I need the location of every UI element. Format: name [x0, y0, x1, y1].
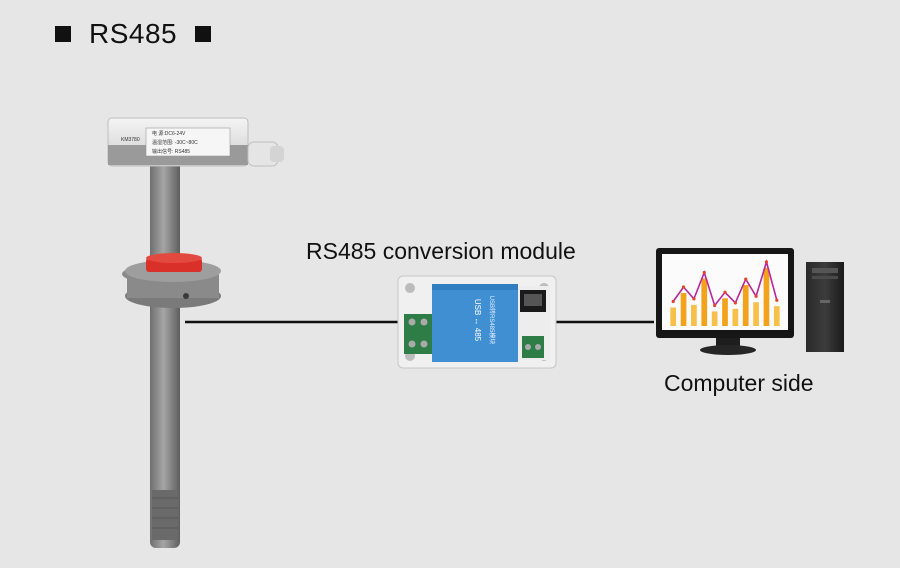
monitor-chart-bar: [753, 302, 759, 326]
monitor-chart-point: [744, 277, 748, 281]
sensor-spec-line-1: 电 源:DC6-24V: [152, 130, 186, 137]
monitor-chart-bar: [763, 267, 770, 326]
sensor-spec-line-2: 温湿范围: -30C~80C: [152, 139, 198, 146]
monitor-chart-point: [775, 298, 779, 302]
monitor-chart-bar: [722, 298, 728, 326]
monitor-chart-point: [702, 270, 706, 275]
section-heading: RS485: [55, 14, 212, 54]
module-title-label: USB转RS485模块: [488, 296, 496, 345]
monitor-chart-bar: [711, 311, 718, 326]
monitor-bar-chart: [670, 267, 780, 326]
monitor-chart-bar: [773, 306, 780, 326]
monitor-chart-bar: [691, 304, 697, 326]
monitor-chart-point: [764, 260, 769, 264]
heading-text: RS485: [89, 18, 178, 49]
monitor-chart-point: [723, 290, 727, 294]
monitor-chart-bar: [742, 285, 749, 326]
monitor-chart-point: [713, 303, 717, 308]
computer-caption: Computer side: [664, 370, 814, 396]
monitor-chart-bar: [732, 308, 739, 326]
monitor-chart-point: [692, 297, 696, 301]
sensor-spec-line-3: 输出信号: RS485: [152, 148, 190, 155]
sensor-brand-text: KM3780: [121, 137, 140, 143]
monitor-chart-bar: [680, 293, 687, 326]
monitor-chart-point: [681, 285, 686, 289]
monitor-chart-bar: [670, 307, 677, 326]
monitor-chart-point: [671, 299, 675, 304]
humidity-temperature-sensor: [107, 117, 284, 548]
square-bullet-icon: [195, 26, 212, 42]
module-caption: RS485 conversion module: [306, 238, 576, 264]
monitor-trend-points: [671, 260, 779, 308]
monitor-chart-point: [754, 294, 758, 298]
rs485-converter-module: [397, 275, 557, 369]
module-usb-label: USB ↔ 485: [473, 299, 482, 342]
monitor-chart-point: [733, 301, 737, 305]
square-bullet-icon: [55, 26, 71, 42]
monitor-chart-bar: [701, 278, 708, 326]
